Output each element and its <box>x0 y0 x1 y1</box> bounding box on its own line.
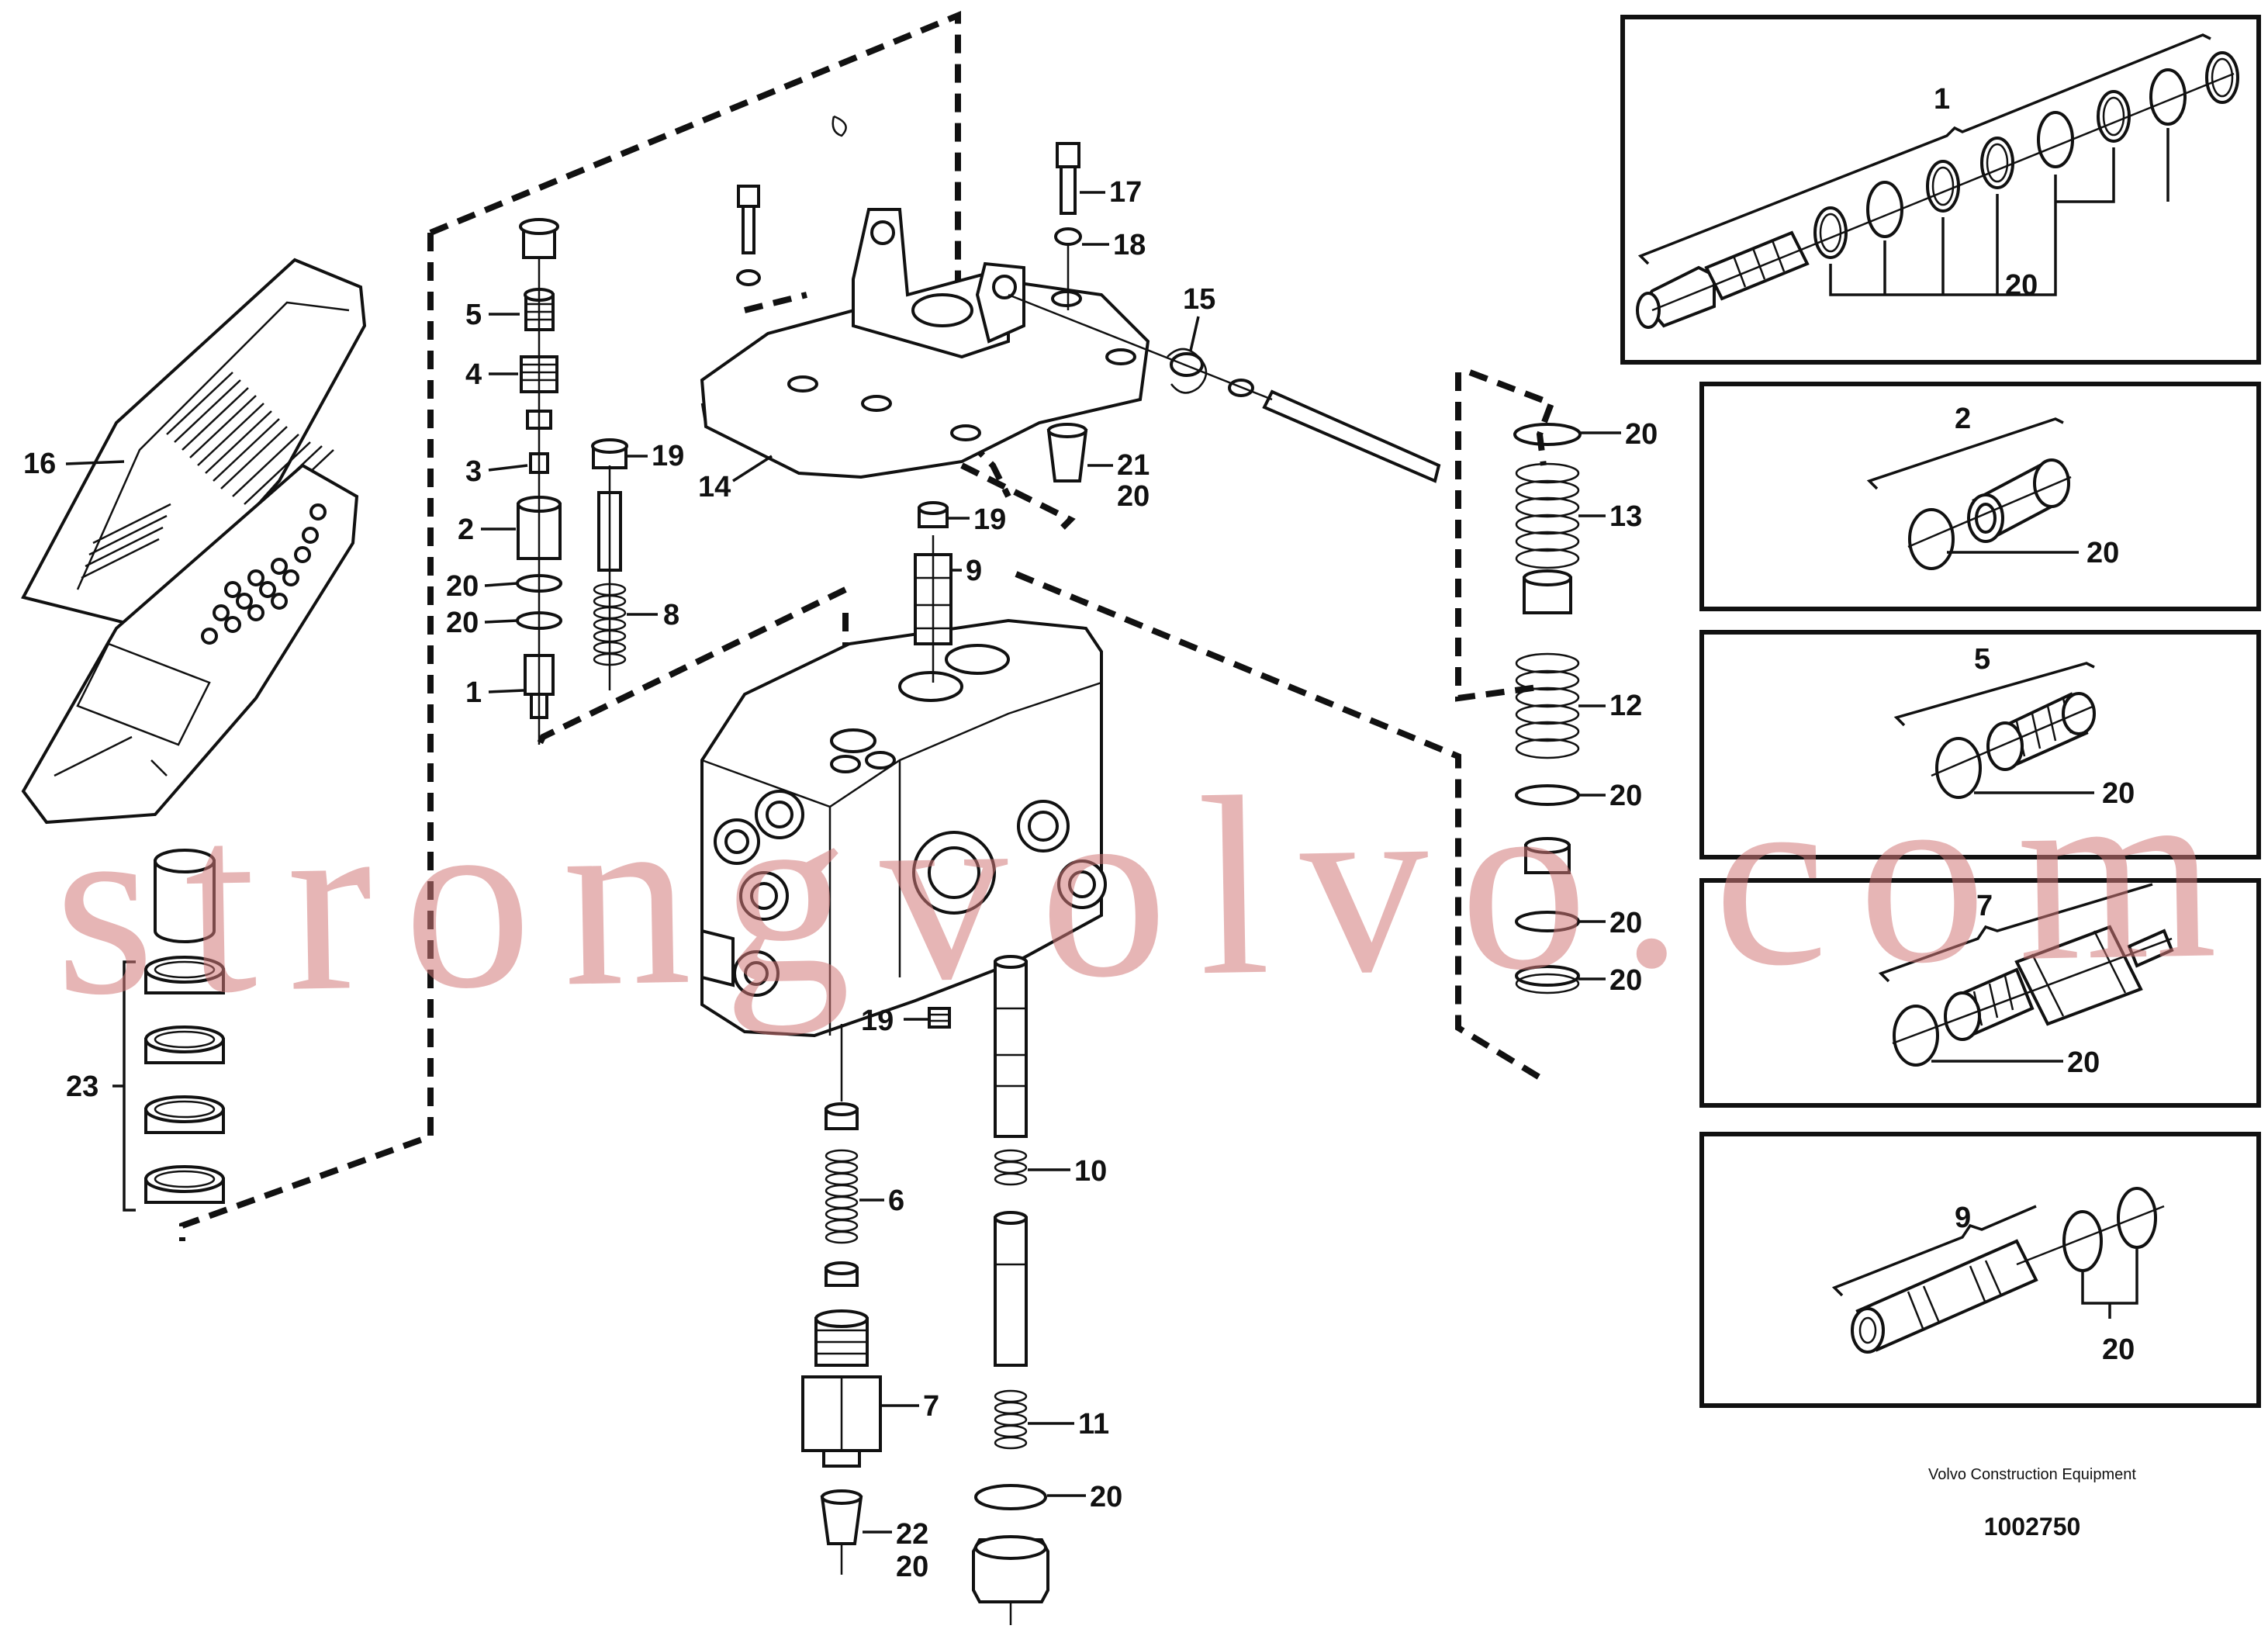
callout-12: 12 <box>1609 690 1642 722</box>
callout-2: 2 <box>458 514 474 546</box>
bushing-stack-part-23 <box>112 849 225 1212</box>
bolt-left-top <box>736 185 761 286</box>
callout-11: 11 <box>1078 1408 1109 1441</box>
callout-19-c: 19 <box>861 1005 894 1037</box>
callout-8: 8 <box>663 599 679 631</box>
inset-7-label: 7 <box>1976 890 1993 922</box>
pedal-part-16 <box>21 258 367 825</box>
callout-20-e: 20 <box>1090 1481 1122 1513</box>
callout-14: 14 <box>698 471 731 503</box>
callout-20-a: 20 <box>446 570 479 603</box>
callout-16: 16 <box>23 448 56 480</box>
plug-and-spring-19-8 <box>591 438 628 690</box>
callout-20-f: 20 <box>1625 418 1658 451</box>
callout-20-b: 20 <box>446 607 479 639</box>
inset-5-label: 5 <box>1974 643 1990 676</box>
drawing-number: 1002750 <box>1983 1513 2081 1541</box>
inset-7-seal-label: 20 <box>2067 1046 2100 1079</box>
assembly-guide-lines <box>179 11 1556 1241</box>
inset-part-9 <box>1699 1132 2261 1408</box>
callout-20-h: 20 <box>1609 907 1642 939</box>
inset-2-seal-label: 20 <box>2086 537 2119 569</box>
inset-part-2 <box>1699 382 2261 611</box>
relief-stack-6-7-22 <box>801 1007 951 1575</box>
callout-21: 21 <box>1117 449 1150 482</box>
spring-pin-part-15 <box>1008 293 1441 483</box>
inset-1-seal-label: 20 <box>2005 269 2038 302</box>
callout-23: 23 <box>66 1070 99 1103</box>
spool-part-9-top <box>914 501 952 683</box>
inset-2-label: 2 <box>1955 403 1971 435</box>
callout-5: 5 <box>465 299 482 331</box>
callout-19-a: 19 <box>652 440 684 472</box>
callout-18: 18 <box>1113 229 1146 261</box>
left-spool-stack <box>516 218 562 745</box>
callout-9: 9 <box>966 555 982 587</box>
inset-5-seal-label: 20 <box>2102 777 2135 810</box>
callout-17: 17 <box>1109 176 1142 209</box>
inset-1-label: 1 <box>1934 83 1950 116</box>
footer-brand: Volvo Construction Equipment <box>1928 1466 2136 1483</box>
callout-10: 10 <box>1074 1155 1107 1188</box>
callout-22: 22 <box>896 1518 928 1551</box>
callout-7: 7 <box>923 1390 939 1423</box>
callout-6: 6 <box>888 1185 904 1217</box>
top-plate-part-14 <box>700 115 1150 479</box>
callout-15: 15 <box>1183 283 1215 316</box>
inset-part-5 <box>1699 630 2261 859</box>
callout-20-c: 20 <box>1117 480 1150 513</box>
inset-9-label: 9 <box>1955 1202 1971 1234</box>
inset-part-7 <box>1699 878 2261 1108</box>
spring-column-12-13 <box>1513 423 1582 994</box>
callout-1: 1 <box>465 676 482 709</box>
callout-4: 4 <box>465 358 482 391</box>
inset-9-seal-label: 20 <box>2102 1333 2135 1366</box>
callout-13: 13 <box>1609 500 1642 533</box>
callout-20-d: 20 <box>896 1551 928 1583</box>
valve-body <box>700 618 1107 1038</box>
plug-part-21 <box>1046 423 1088 482</box>
callout-19-b: 19 <box>973 503 1006 536</box>
bolt-part-17 <box>1054 142 1082 310</box>
callout-20-g: 20 <box>1609 780 1642 812</box>
inset-part-1 <box>1620 15 2261 365</box>
spool-stack-10-11 <box>972 955 1049 1625</box>
callout-20-i: 20 <box>1609 964 1642 997</box>
callout-3: 3 <box>465 455 482 488</box>
